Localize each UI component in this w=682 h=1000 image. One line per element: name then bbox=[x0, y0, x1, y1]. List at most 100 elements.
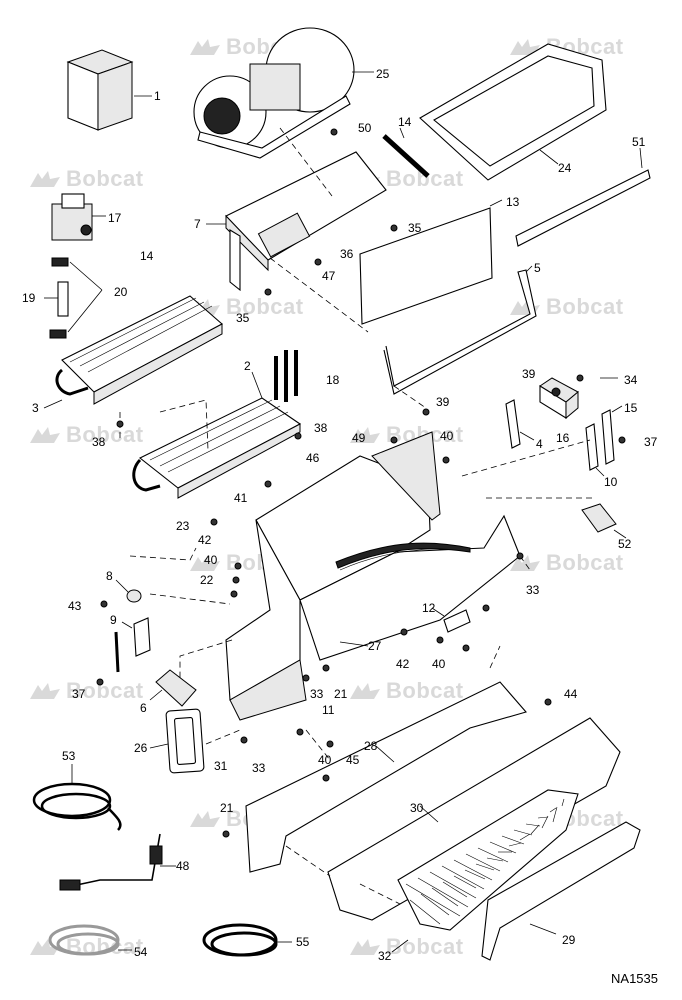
callout-label: 49 bbox=[352, 431, 366, 445]
callout-label: 21 bbox=[334, 687, 348, 701]
watermark: Bobcat bbox=[28, 678, 144, 704]
grille-mesh-line bbox=[409, 899, 441, 925]
callout-label: 43 bbox=[68, 599, 82, 613]
callout-label: 52 bbox=[618, 537, 632, 551]
callout-label: 33 bbox=[310, 687, 324, 701]
grille-mesh-line bbox=[442, 881, 468, 898]
fastener bbox=[234, 562, 242, 570]
callout-label: 13 bbox=[506, 195, 520, 209]
callout-label: 2 bbox=[244, 359, 251, 373]
callout-label: 37 bbox=[644, 435, 658, 449]
part-bracket bbox=[431, 607, 471, 633]
callout-label: 5 bbox=[534, 261, 541, 275]
callout-label: 21 bbox=[220, 801, 234, 815]
callout-label: 18 bbox=[326, 373, 340, 387]
callout-label: 3 bbox=[32, 401, 39, 415]
fastener bbox=[302, 674, 310, 682]
grille-mesh-line bbox=[549, 807, 557, 813]
part-wire-harness bbox=[59, 833, 176, 891]
callout-label: 4 bbox=[536, 437, 543, 451]
fastener bbox=[230, 590, 238, 598]
part-strip bbox=[382, 127, 430, 178]
fastener bbox=[544, 698, 552, 706]
callout-label: 19 bbox=[22, 291, 36, 305]
grille-mesh-line bbox=[405, 883, 461, 917]
callout-label: 38 bbox=[92, 435, 106, 449]
callout-label: 54 bbox=[134, 945, 148, 959]
part-actuator bbox=[51, 193, 106, 241]
part-bracket bbox=[505, 399, 535, 449]
callout-label: 31 bbox=[214, 759, 228, 773]
callout-label: 28 bbox=[364, 739, 378, 753]
callout-label: 24 bbox=[558, 161, 572, 175]
grille-mesh-line bbox=[429, 871, 477, 899]
grille-mesh-line bbox=[431, 887, 459, 907]
callout-label: 6 bbox=[140, 701, 147, 715]
grille-mesh-line bbox=[525, 823, 541, 827]
grille-mesh-line bbox=[453, 859, 493, 881]
grille-mesh bbox=[405, 798, 565, 925]
callout-label: 33 bbox=[526, 583, 540, 597]
bobcat-logo-icon bbox=[508, 553, 542, 575]
callout-label: 14 bbox=[140, 249, 154, 263]
callout-label: 22 bbox=[200, 573, 214, 587]
callout-label: 48 bbox=[176, 859, 190, 873]
fasteners bbox=[96, 128, 626, 838]
callout-label: 41 bbox=[234, 491, 248, 505]
fastener bbox=[222, 830, 230, 838]
callout-label: 44 bbox=[564, 687, 578, 701]
callout-label: 40 bbox=[440, 429, 454, 443]
callout-label: 16 bbox=[556, 431, 570, 445]
fastener bbox=[326, 740, 334, 748]
fastener bbox=[516, 552, 524, 560]
grille-mesh-line bbox=[501, 835, 525, 845]
callout-label: 35 bbox=[236, 311, 250, 325]
callout-label: 42 bbox=[198, 533, 212, 547]
part-bracket bbox=[585, 405, 623, 477]
grille-mesh-line bbox=[477, 847, 509, 863]
part-evaporator-core bbox=[132, 350, 302, 499]
grille-mesh-line bbox=[489, 841, 517, 854]
part-clip bbox=[581, 503, 627, 539]
part-cap bbox=[115, 579, 142, 603]
grille-mesh-line bbox=[552, 806, 558, 823]
grille-mesh-line bbox=[508, 842, 522, 847]
callout-label: 38 bbox=[314, 421, 328, 435]
callout-label: 34 bbox=[624, 373, 638, 387]
grille-mesh-line bbox=[475, 863, 495, 871]
fastener bbox=[232, 576, 240, 584]
document-code: NA1535 bbox=[611, 971, 658, 986]
bobcat-logo-icon bbox=[508, 37, 542, 59]
fastener bbox=[482, 604, 490, 612]
callout-label: 29 bbox=[562, 933, 576, 947]
callout-label: 10 bbox=[604, 475, 618, 489]
bobcat-logo-icon bbox=[188, 809, 222, 831]
grille-mesh-line bbox=[464, 869, 486, 880]
callout-label: 47 bbox=[322, 269, 336, 283]
callout-label: 15 bbox=[624, 401, 638, 415]
watermark: Bobcat bbox=[28, 166, 144, 192]
part-sensor bbox=[44, 257, 103, 339]
fastener bbox=[322, 664, 330, 672]
part-blower-assembly bbox=[193, 27, 374, 159]
fastener bbox=[390, 436, 398, 444]
callout-label: 46 bbox=[306, 451, 320, 465]
fastener bbox=[240, 736, 248, 744]
grille-mesh-line bbox=[465, 853, 501, 872]
callout-label: 12 bbox=[422, 601, 436, 615]
callout-label: 40 bbox=[318, 753, 332, 767]
bobcat-logo-icon bbox=[188, 553, 222, 575]
callout-label: 42 bbox=[396, 657, 410, 671]
grille-mesh-line bbox=[561, 798, 565, 807]
grille-mesh-line bbox=[530, 824, 540, 835]
part-gasket-ring bbox=[149, 708, 205, 774]
watermark: Bobcat bbox=[28, 422, 144, 448]
part-cover-panel bbox=[327, 717, 621, 921]
fastener bbox=[96, 678, 104, 686]
grille-mesh-line bbox=[537, 816, 549, 819]
callout-label: 7 bbox=[194, 217, 201, 231]
fastener bbox=[576, 374, 584, 382]
part-box bbox=[66, 49, 152, 131]
callout-label: 25 bbox=[376, 67, 390, 81]
